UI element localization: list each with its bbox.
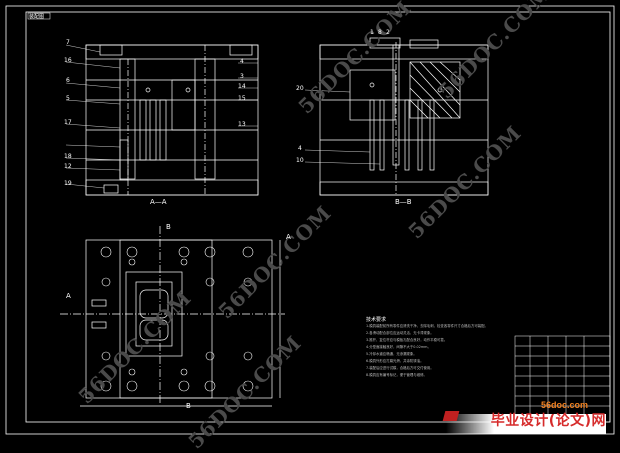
note-line: 5.冷却水道应畅通，无渗漏现象。	[366, 352, 417, 356]
graduation-cap-icon	[442, 411, 460, 421]
cut-marker-b-bottom: B	[186, 402, 191, 410]
section-title-aa: A—A	[150, 198, 167, 206]
note-line: 1.模具装配前所有零件应清洗干净，去除毛刺，检查各零件尺寸合格后方可装配。	[366, 324, 488, 328]
note-line: 8.模具应有编号标记，便于管理与维修。	[366, 373, 427, 377]
bb-leader-lines	[304, 89, 381, 165]
note-line: 6.模具外形应打磨光滑，并涂防锈油。	[366, 359, 424, 363]
cut-marker-b-top: B	[166, 223, 171, 231]
notes-title: 技术要求	[366, 317, 387, 323]
drawing-stamp-text: 装配图	[29, 14, 45, 20]
cut-marker-a-left: A	[66, 292, 71, 300]
section-view-bb	[319, 37, 489, 196]
callout-bb-top: 1	[370, 29, 374, 36]
note-line: 7.装配后应进行试模，合格后方可交付使用。	[366, 366, 434, 370]
drawing-outer-border	[5, 5, 615, 435]
drawing-inner-border	[25, 11, 611, 423]
plan-view	[60, 226, 285, 407]
callout-bb-top: 8	[378, 29, 382, 36]
callout-aa-right: 4	[240, 58, 244, 65]
callout-aa-left: 19	[64, 180, 72, 187]
callout-aa-right: 3	[240, 73, 244, 80]
note-line: 3.推杆、复位杆应与模板孔配合良好，动作平稳可靠。	[366, 338, 448, 342]
logo-text: 毕业设计(论文)网	[490, 413, 606, 429]
callout-aa-left: 5	[66, 95, 70, 102]
cut-marker-a-top: A	[286, 233, 291, 241]
logo-site-url: 56doc.com	[540, 400, 588, 410]
callout-aa-left: 17	[64, 119, 72, 126]
callout-aa-right: 13	[238, 121, 246, 128]
callout-bb-left: 10	[296, 157, 304, 164]
callout-aa-left: 7	[66, 39, 70, 46]
callout-bb-left: 20	[296, 85, 304, 92]
callout-bb-top: 2	[386, 29, 390, 36]
callout-aa-left: 16	[64, 57, 72, 64]
title-block	[514, 335, 611, 423]
callout-aa-left: 18	[64, 153, 72, 160]
logo-background	[446, 414, 606, 434]
plan-view-bolts	[100, 246, 254, 392]
callout-aa-left: 12	[64, 163, 72, 170]
site-logo[interactable]: 56doc.com 毕业设计(论文)网	[436, 400, 606, 434]
section-view-aa	[85, 44, 259, 196]
section-title-bb: B—B	[395, 198, 412, 206]
callout-bb-left: 4	[298, 145, 302, 152]
cad-drawing-canvas[interactable]	[0, 0, 620, 440]
aa-leader-lines	[65, 44, 258, 189]
callout-aa-right: 14	[238, 83, 246, 90]
stamp-box	[27, 12, 51, 20]
callout-aa-left: 6	[66, 77, 70, 84]
note-line: 4.分型面接触良好，间隙不大于0.02mm。	[366, 345, 431, 349]
callout-aa-right: 15	[238, 95, 246, 102]
note-line: 2.各滑动配合部位应运动灵活，无卡滞现象。	[366, 331, 434, 335]
